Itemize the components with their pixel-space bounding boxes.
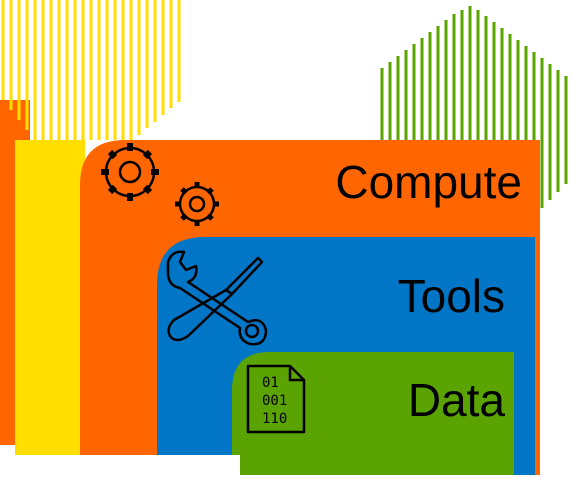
green-stripes-decoration bbox=[380, 6, 568, 208]
gears-icon bbox=[101, 143, 219, 226]
wrench-screwdriver-icon bbox=[166, 250, 268, 346]
binary-line-3: 110 bbox=[262, 411, 287, 427]
yellow-panel bbox=[15, 140, 85, 475]
binary-line-2: 001 bbox=[262, 393, 287, 409]
data-layer bbox=[232, 352, 514, 475]
yellow-stripes-decoration bbox=[1, 0, 181, 140]
binary-document-icon: 01 001 110 bbox=[246, 364, 306, 434]
binary-line-1: 01 bbox=[262, 375, 279, 391]
bottom-white-strip bbox=[0, 455, 240, 477]
tools-label: Tools bbox=[398, 270, 505, 322]
compute-label: Compute bbox=[335, 156, 522, 208]
data-label: Data bbox=[408, 374, 506, 426]
